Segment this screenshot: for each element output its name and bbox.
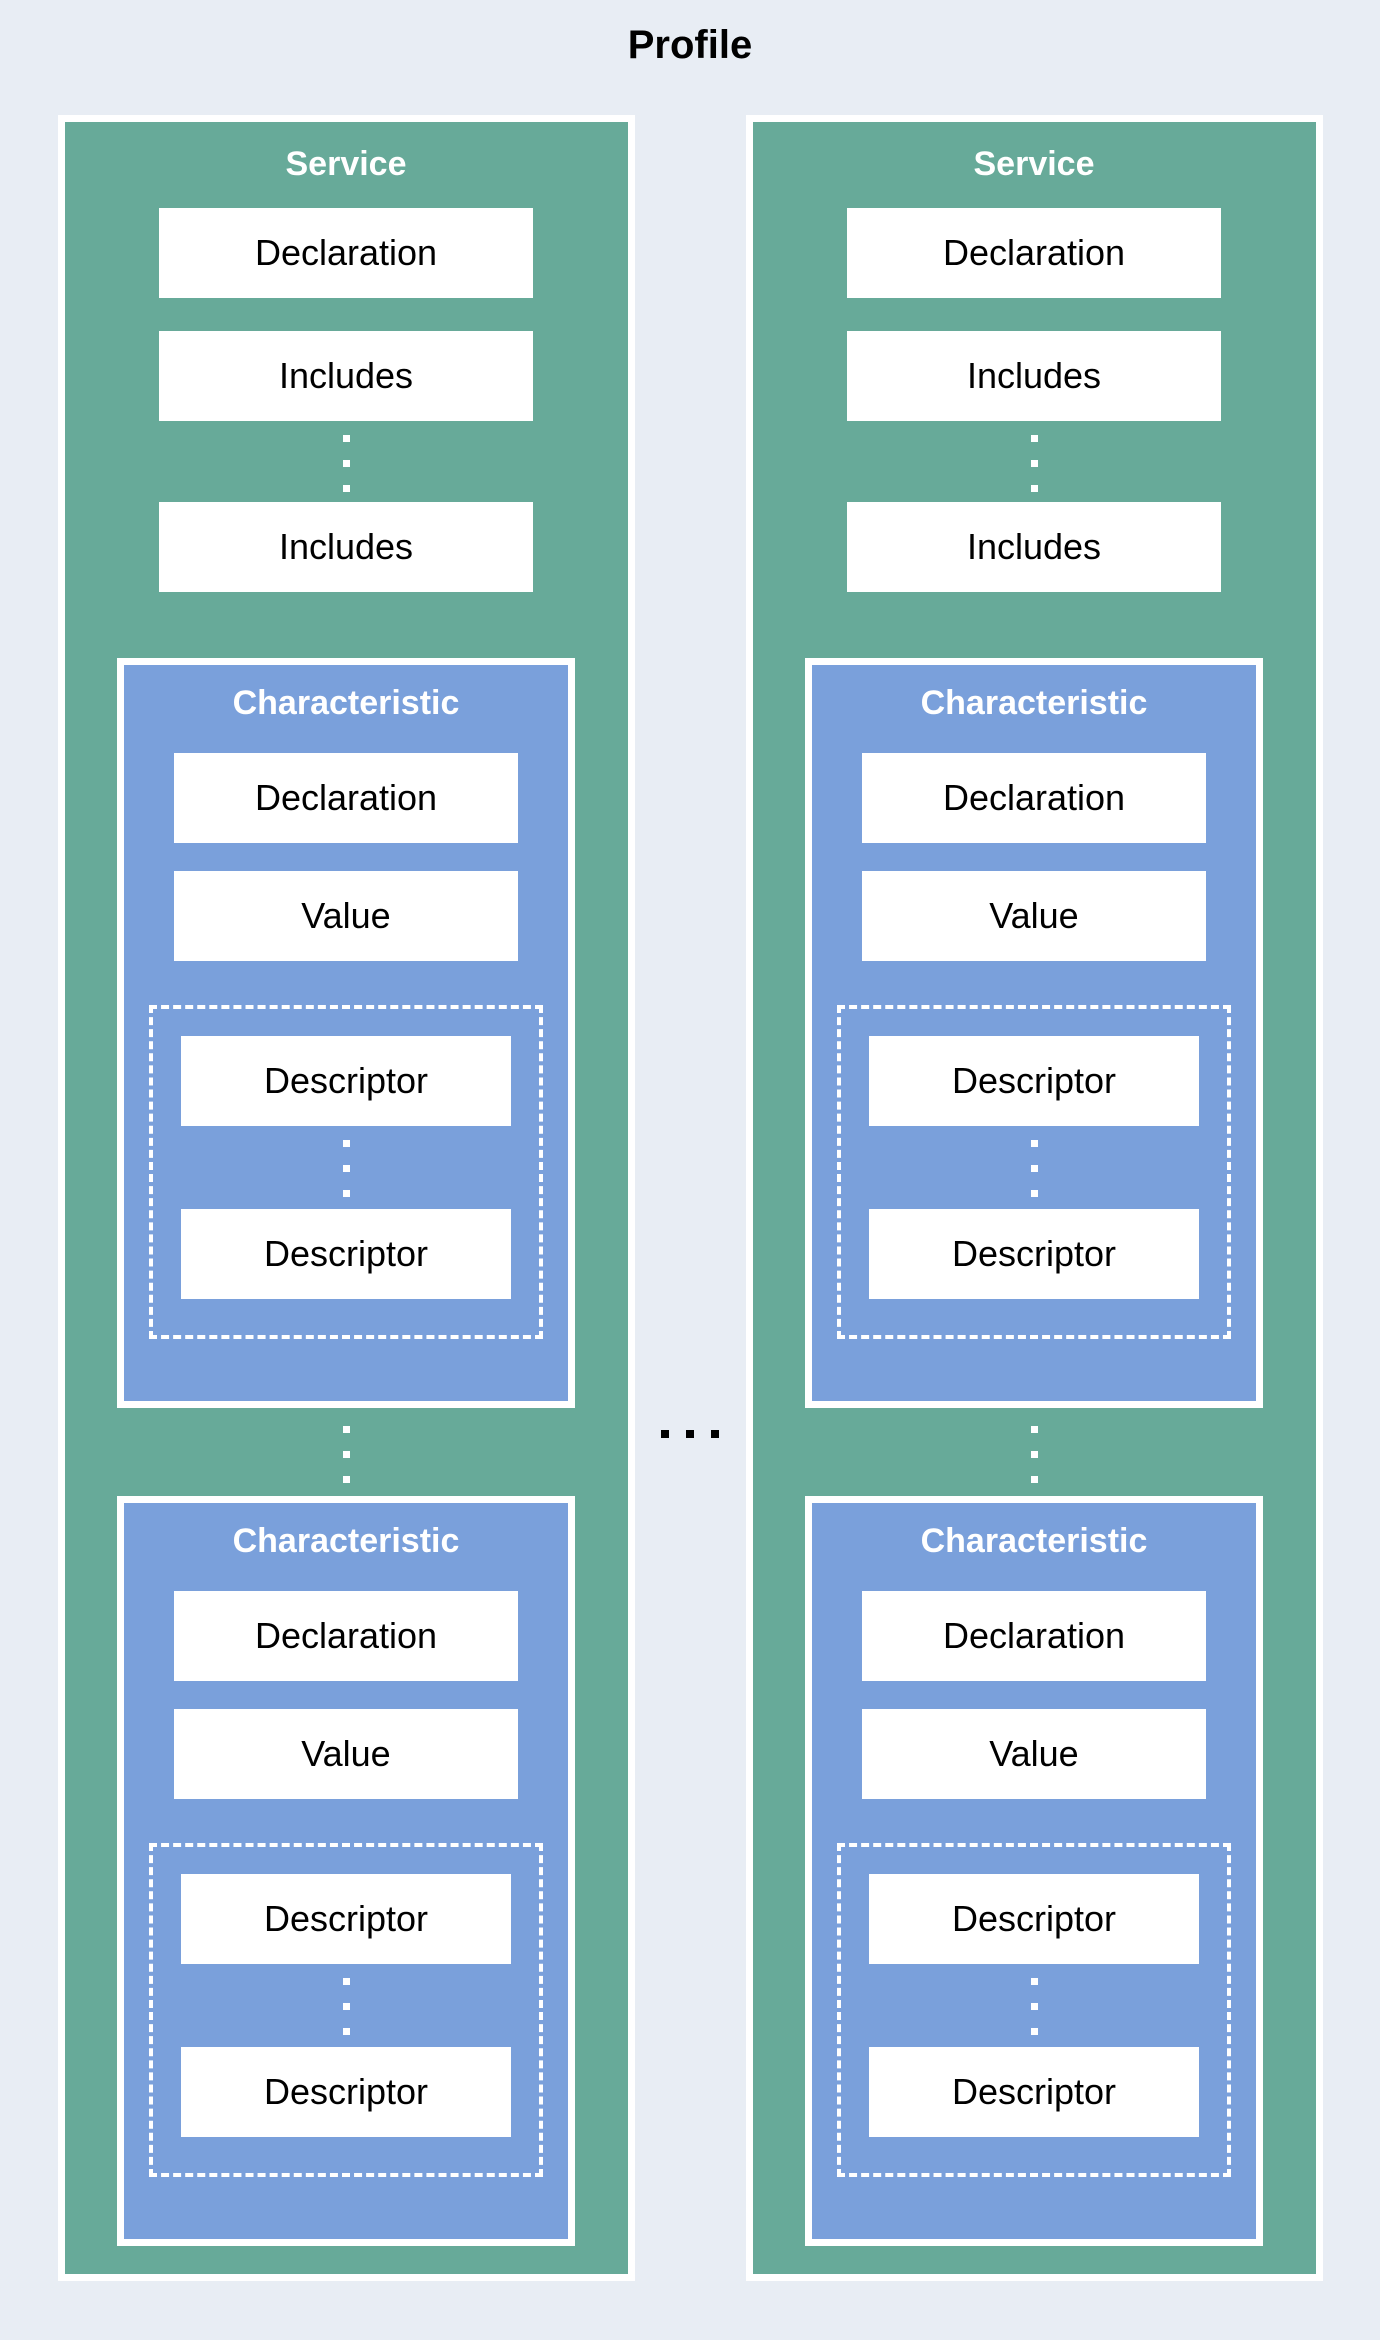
characteristic-declaration-box: Declaration [862, 753, 1206, 843]
dot [1030, 460, 1038, 467]
service-title: Service [973, 145, 1095, 183]
dot [1030, 1426, 1038, 1433]
includes-box: Includes [159, 331, 533, 421]
dot [342, 2003, 350, 2010]
characteristic-panel: Characteristic Declaration Value Descrip… [805, 658, 1263, 1408]
dot [342, 1190, 350, 1197]
service-panel: Service Declaration Includes Includes Ch… [745, 115, 1323, 2281]
includes-box: Includes [159, 502, 533, 592]
includes-box: Includes [847, 502, 1221, 592]
dot [1030, 1476, 1038, 1483]
characteristic-panel: Characteristic Declaration Value Descrip… [117, 658, 575, 1408]
value-box: Value [174, 1709, 518, 1799]
vertical-ellipsis-icon [342, 1140, 350, 1197]
dot [342, 1978, 350, 1985]
service-title: Service [285, 145, 407, 183]
value-box: Value [862, 871, 1206, 961]
dot [1030, 1451, 1038, 1458]
vertical-ellipsis-icon [1030, 1426, 1038, 1483]
dot [1030, 485, 1038, 492]
dot [1030, 435, 1038, 442]
descriptor-box: Descriptor [869, 1209, 1199, 1299]
dot [342, 435, 350, 442]
characteristic-declaration-box: Declaration [174, 753, 518, 843]
dot [342, 1451, 350, 1458]
descriptor-box: Descriptor [181, 1209, 511, 1299]
services-row: Service Declaration Includes Includes Ch… [0, 115, 1380, 2281]
characteristic-title: Characteristic [232, 1522, 460, 1560]
includes-box: Includes [847, 331, 1221, 421]
vertical-ellipsis-icon [342, 1978, 350, 2035]
vertical-ellipsis-icon [1030, 435, 1038, 492]
dot [342, 1140, 350, 1147]
page-title: Profile [627, 23, 753, 67]
dot [342, 1165, 350, 1172]
characteristic-panel: Characteristic Declaration Value Descrip… [117, 1496, 575, 2246]
service-declaration-box: Declaration [159, 208, 533, 298]
dot [1030, 1165, 1038, 1172]
characteristic-title: Characteristic [920, 684, 1148, 722]
value-box: Value [862, 1709, 1206, 1799]
descriptor-group: Descriptor Descriptor [149, 1005, 543, 1339]
descriptor-group: Descriptor Descriptor [149, 1843, 543, 2177]
descriptor-box: Descriptor [181, 1874, 511, 1964]
service-declaration-box: Declaration [847, 208, 1221, 298]
descriptor-group: Descriptor Descriptor [837, 1843, 1231, 2177]
dot [1030, 2003, 1038, 2010]
characteristic-title: Characteristic [232, 684, 460, 722]
dot [686, 1430, 694, 1438]
characteristic-declaration-box: Declaration [862, 1591, 1206, 1681]
value-box: Value [174, 871, 518, 961]
characteristic-declaration-box: Declaration [174, 1591, 518, 1681]
descriptor-box: Descriptor [869, 1036, 1199, 1126]
descriptor-box: Descriptor [181, 1036, 511, 1126]
dot [342, 485, 350, 492]
dot [661, 1430, 669, 1438]
descriptor-box: Descriptor [869, 1874, 1199, 1964]
service-panel: Service Declaration Includes Includes Ch… [57, 115, 635, 2281]
descriptor-box: Descriptor [181, 2047, 511, 2137]
vertical-ellipsis-icon [1030, 1978, 1038, 2035]
vertical-ellipsis-icon [342, 1426, 350, 1483]
dot [1030, 1190, 1038, 1197]
dot [711, 1430, 719, 1438]
descriptor-box: Descriptor [869, 2047, 1199, 2137]
dot [342, 1476, 350, 1483]
descriptor-group: Descriptor Descriptor [837, 1005, 1231, 1339]
characteristic-panel: Characteristic Declaration Value Descrip… [805, 1496, 1263, 2246]
characteristic-title: Characteristic [920, 1522, 1148, 1560]
dot [1030, 2028, 1038, 2035]
dot [1030, 1140, 1038, 1147]
dot [342, 2028, 350, 2035]
vertical-ellipsis-icon [1030, 1140, 1038, 1197]
dot [342, 460, 350, 467]
vertical-ellipsis-icon [342, 435, 350, 492]
dot [1030, 1978, 1038, 1985]
dot [342, 1426, 350, 1433]
services-ellipsis-icon [661, 1430, 719, 1438]
